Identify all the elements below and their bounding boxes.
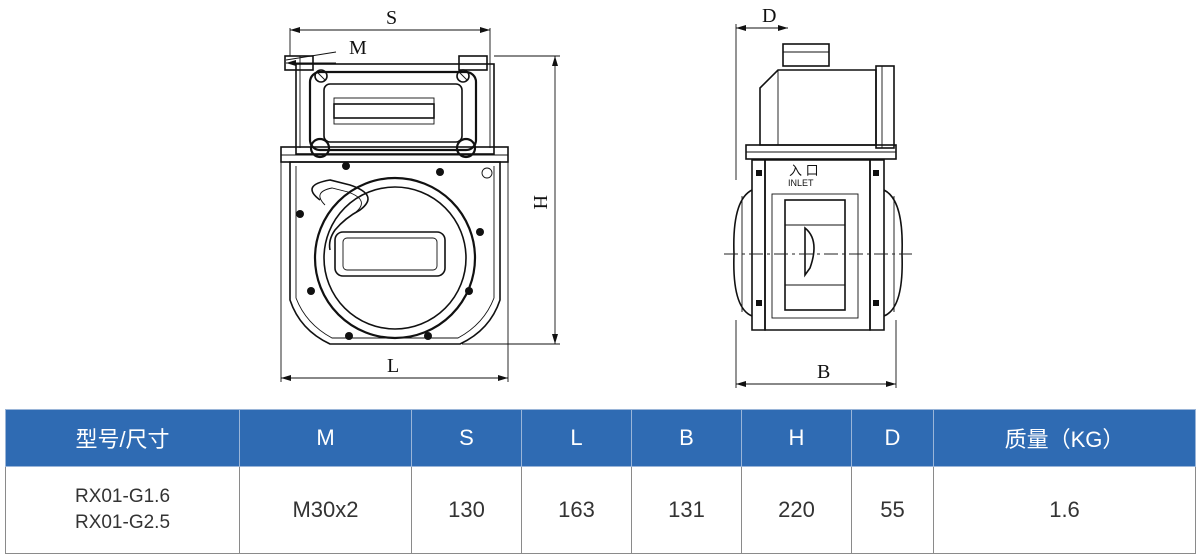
front-view: S M H L	[280, 7, 560, 382]
dim-label-l: L	[387, 355, 399, 377]
header-b: B	[631, 409, 742, 467]
dim-label-b: B	[817, 361, 830, 383]
table-header-row: 型号/尺寸 M S L B H D 质量（KG）	[5, 409, 1196, 467]
side-view: 入 口 INLET D B	[724, 5, 912, 388]
dim-label-s: S	[386, 7, 397, 29]
header-d: D	[851, 409, 934, 467]
cell-h: 220	[741, 466, 852, 554]
inlet-label-cn: 入 口	[789, 163, 819, 178]
header-h: H	[741, 409, 852, 467]
cell-l: 163	[521, 466, 632, 554]
cell-mass: 1.6	[933, 466, 1196, 554]
model-line-2: RX01-G2.5	[74, 512, 171, 533]
header-model-size: 型号/尺寸	[5, 409, 240, 467]
cell-b: 131	[631, 466, 742, 554]
technical-drawing: S M H L 入 口 INLET	[280, 5, 912, 388]
cell-m: M30x2	[239, 466, 412, 554]
cell-s: 130	[411, 466, 522, 554]
dim-label-d: D	[762, 5, 776, 27]
dim-label-h: H	[529, 195, 551, 209]
header-mass: 质量（KG）	[933, 409, 1196, 467]
table-row: RX01-G1.6 RX01-G2.5 M30x2 130 163 131 22…	[5, 466, 1196, 554]
header-m: M	[239, 409, 412, 467]
model-line-1: RX01-G1.6	[74, 486, 171, 507]
header-s: S	[411, 409, 522, 467]
spec-table: 型号/尺寸 M S L B H D 质量（KG） RX01-G1.6 RX01-…	[5, 409, 1196, 554]
inlet-label-en: INLET	[788, 178, 814, 188]
cell-model: RX01-G1.6 RX01-G2.5	[5, 466, 240, 554]
header-l: L	[521, 409, 632, 467]
cell-d: 55	[851, 466, 934, 554]
dim-label-m: M	[349, 37, 367, 59]
